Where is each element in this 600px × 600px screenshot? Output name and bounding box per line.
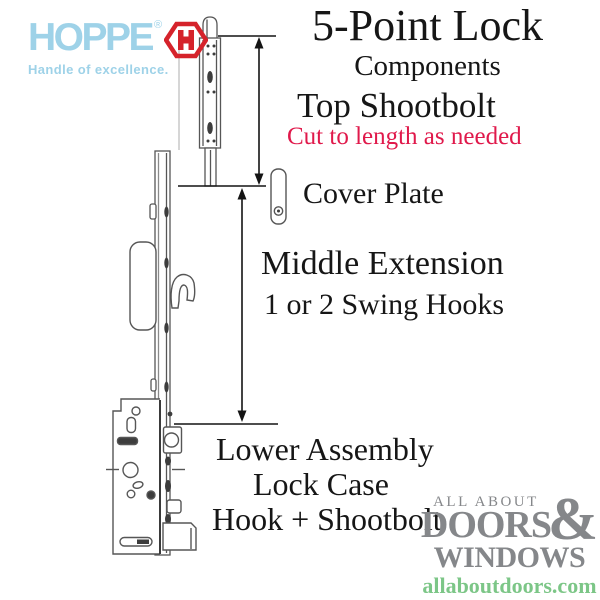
dealer-logo-ampersand: & bbox=[548, 485, 598, 552]
lock-case-drawing bbox=[106, 398, 197, 555]
label-lock-case: Lock Case bbox=[253, 466, 389, 502]
dealer-logo-windows: WINDOWS bbox=[433, 541, 586, 574]
label-top-shootbolt: Top Shootbolt bbox=[297, 86, 496, 125]
dealer-logo-url: allaboutdoors.com bbox=[422, 573, 597, 598]
title-block: 5-Point Lock Components bbox=[270, 1, 585, 82]
swing-hook-drawing bbox=[129, 241, 196, 331]
hoppe-hexagon-icon bbox=[164, 21, 209, 59]
dealer-logo: ALL ABOUT DOORS & WINDOWS allaboutdoors.… bbox=[420, 485, 598, 598]
label-cover-plate: Cover Plate bbox=[303, 177, 444, 210]
hoppe-logo: HOPPE ® Handle of excellence. bbox=[28, 16, 209, 77]
label-lower-assembly: Lower Assembly bbox=[216, 431, 434, 467]
page-subtitle: Components bbox=[354, 50, 501, 82]
page-title: 5-Point Lock bbox=[312, 1, 543, 50]
label-hook-shootbolt: Hook + Shootbolt bbox=[212, 501, 442, 537]
dimension-arrows bbox=[174, 35, 278, 425]
hoppe-tagline: Handle of excellence. bbox=[28, 62, 169, 77]
top-shootbolt-drawing bbox=[198, 16, 222, 187]
cover-plate-drawing bbox=[270, 168, 287, 225]
hoppe-wordmark: HOPPE bbox=[28, 16, 155, 59]
registered-mark: ® bbox=[154, 19, 163, 31]
dealer-logo-doors: DOORS bbox=[420, 504, 552, 547]
label-swing-hooks: 1 or 2 Swing Hooks bbox=[264, 288, 505, 321]
label-cut-note: Cut to length as needed bbox=[287, 123, 522, 150]
dealer-logo-all-about: ALL ABOUT bbox=[433, 494, 539, 511]
label-middle-extension: Middle Extension bbox=[261, 245, 504, 282]
